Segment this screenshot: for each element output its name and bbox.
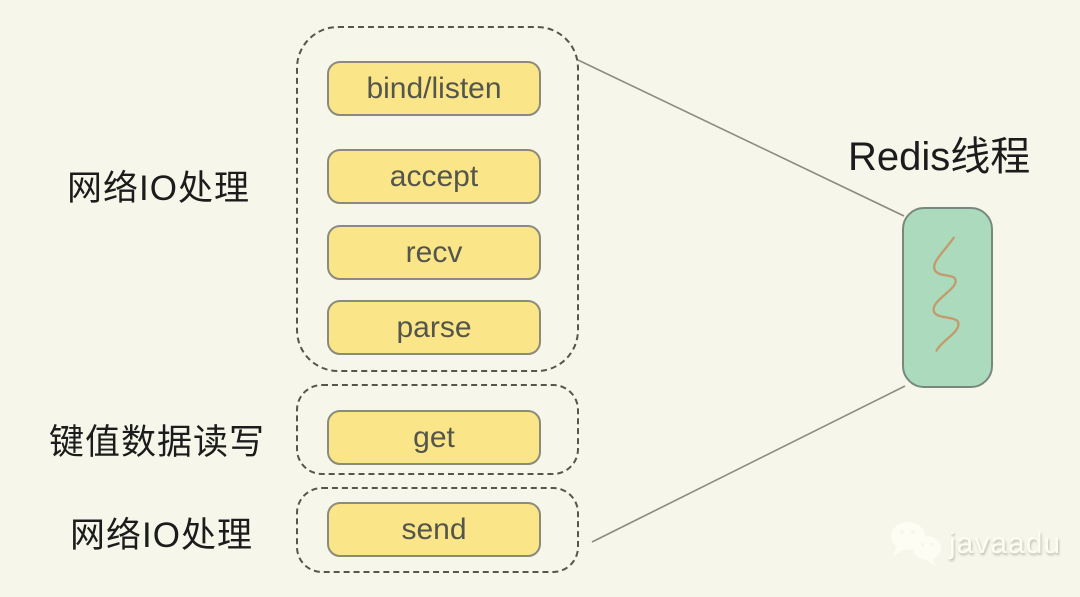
thread-squiggle-icon: [932, 236, 960, 352]
op-box-parse: parse: [327, 300, 541, 355]
group-label-network-io-bottom: 网络IO处理: [70, 516, 253, 555]
connector-line-bottom: [591, 385, 906, 543]
watermark: javaadu: [888, 520, 1061, 568]
group-label-keyvalue-rw: 键值数据读写: [49, 423, 266, 462]
op-box-send: send: [327, 502, 541, 557]
wechat-icon: [891, 522, 941, 566]
op-box-get: get: [327, 410, 541, 465]
redis-thread-label: Redis线程: [848, 135, 1031, 179]
op-box-bind-listen: bind/listen: [327, 61, 541, 116]
group-label-network-io-top: 网络IO处理: [67, 169, 250, 208]
group-network-io-top: bind/listen accept recv parse: [296, 26, 579, 372]
group-network-io-bottom: send: [296, 487, 579, 573]
op-box-recv: recv: [327, 225, 541, 280]
redis-thread-box: [902, 207, 993, 388]
op-box-accept: accept: [327, 149, 541, 204]
watermark-text: javaadu: [949, 527, 1062, 560]
group-keyvalue-rw: get: [296, 384, 579, 475]
